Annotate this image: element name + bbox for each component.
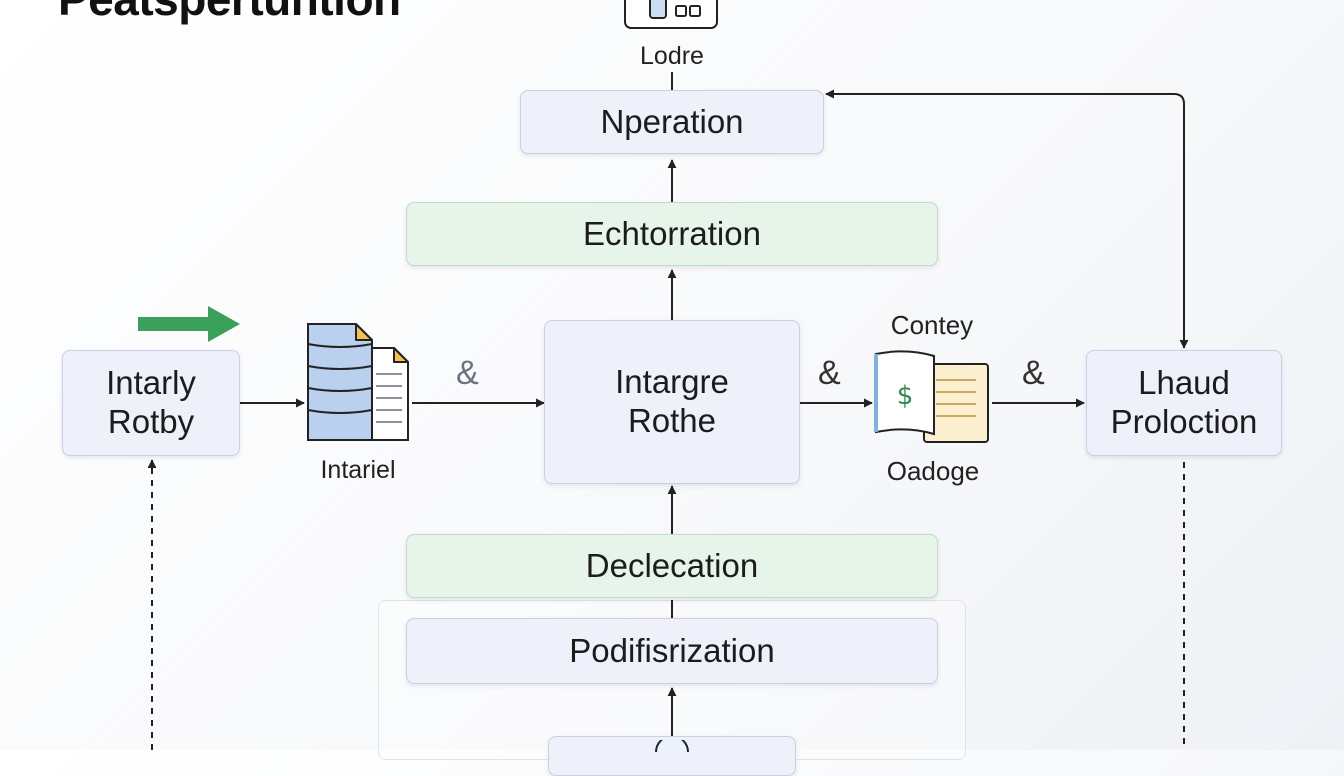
nperation-label: Nperation: [600, 102, 744, 140]
lhaud-node[interactable]: Lhaud Proloction: [1086, 350, 1282, 456]
declecation-node[interactable]: Declecation: [406, 534, 938, 598]
podifisrization-node[interactable]: Podifisrization: [406, 618, 938, 684]
connector-amp-left: &: [456, 354, 479, 392]
lhaud-label-line2: Proloction: [1110, 403, 1258, 440]
diagram-title: Peatspertuntion: [58, 0, 401, 26]
currency-symbol: $: [897, 381, 914, 411]
intarly-node[interactable]: Intarly Rotby: [62, 350, 240, 456]
contey-label: Contey: [890, 310, 974, 340]
lodre-label: Lodre: [640, 42, 704, 70]
intargre-label-line1: Intargre: [615, 363, 729, 401]
podifisrization-label: Podifisrization: [569, 631, 775, 669]
connector-amp-mid: &: [818, 354, 841, 392]
connector-layer: [147, 72, 1189, 750]
oadoge-label: Oadoge: [886, 456, 980, 486]
device-icon: [624, 0, 718, 29]
echtorration-node[interactable]: Echtorration: [406, 202, 938, 266]
green-arrow-icon: [138, 306, 240, 342]
nperation-node[interactable]: Nperation: [520, 90, 824, 154]
intarly-label-line1: Intarly: [106, 364, 196, 402]
intarly-label-line2: Rotby: [107, 403, 195, 440]
lhaud-label-line1: Lhaud: [1138, 364, 1230, 402]
arrow-lhaud-to-nperation: [825, 89, 1185, 348]
intargre-label-line2: Rothe: [627, 402, 717, 439]
database-document-icon: [307, 323, 409, 441]
intariel-label: Intariel: [320, 456, 396, 484]
connector-amp-right: &: [1022, 354, 1045, 392]
declecation-label: Declecation: [585, 546, 759, 584]
globe-icon: [655, 740, 689, 752]
echtorration-label: Echtorration: [583, 214, 761, 252]
currency-document-icon: $: [874, 350, 989, 443]
intargre-node[interactable]: Intargre Rothe: [544, 320, 800, 484]
